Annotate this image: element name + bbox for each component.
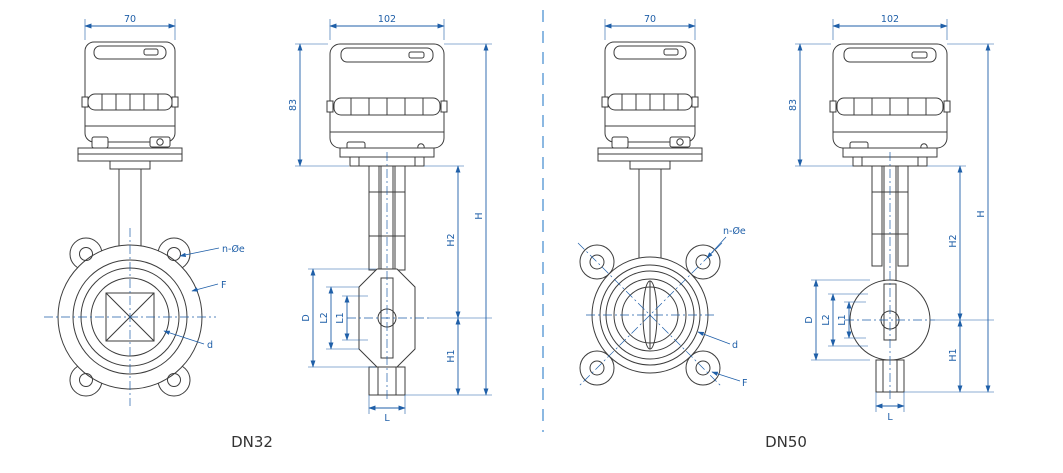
dn32-side-H-label: H [474, 212, 485, 219]
dn32-side-dim-H1: H1 [405, 317, 492, 396]
dn50-side-dim-H1: H1 [904, 319, 994, 393]
dn50-front-face-callout: F [742, 378, 747, 389]
dn32-front-actuator [77, 41, 183, 170]
dn50-side-L-label: L [887, 412, 893, 423]
dn50-side-dim-L: L [875, 392, 905, 423]
dn32-side-83-label: 83 [288, 99, 299, 111]
dn50-side-dim-H: H [947, 43, 994, 393]
dn50-front-neck [638, 168, 662, 259]
dn50-side-actuator [829, 43, 951, 167]
dn32-side-view: 102 83 D L2 L1 H2 [288, 14, 492, 424]
dn32-side-dim-width: 102 [329, 14, 445, 40]
dn32-front-dim-width: 70 [84, 14, 176, 40]
dn32-side-D-label: D [301, 314, 312, 321]
dn32-front-callouts: n-Øe F d [163, 244, 245, 351]
dn50-side-width-label: 102 [881, 14, 899, 25]
dn50-side-dim-L2: L2 [821, 293, 868, 347]
dn32-side-dim-L: L [368, 395, 406, 424]
dn50-caption: DN50 [765, 433, 807, 451]
dn32-side-dim-H2: H2 [424, 165, 492, 319]
dn50-side-H2-label: H2 [948, 234, 959, 247]
dn50-front-dim-width: 70 [604, 14, 696, 40]
dn50-side-dim-D: D [804, 279, 870, 361]
dn50-side-dim-width: 102 [832, 14, 948, 40]
dn32-front-bore-callout: d [207, 340, 213, 351]
dn50-side-H-label: H [976, 210, 987, 217]
dn32-front-width-label: 70 [124, 14, 136, 25]
dn32-front-face-callout: F [221, 280, 226, 291]
dn50-front-bore-callout: d [732, 340, 738, 351]
dn50-front-view: 70 n-Øe d F [577, 14, 747, 389]
dn32-front-bolt-callout: n-Øe [222, 244, 245, 255]
dn32-side-width-label: 102 [378, 14, 396, 25]
dn50-side-L2-label: L2 [821, 314, 832, 325]
dn50-side-83-label: 83 [788, 99, 799, 111]
dn32-caption: DN32 [231, 433, 273, 451]
dn50-front-bolt-callout: n-Øe [723, 226, 746, 237]
dn50-side-dim-H2: H2 [927, 165, 994, 321]
dn32-side-dim-83: 83 [288, 43, 349, 167]
dn32-side-dim-L2: L2 [319, 286, 359, 350]
dn50-front-actuator [597, 41, 703, 170]
dn32-side-H2-label: H2 [446, 233, 457, 246]
dn50-front-width-label: 70 [644, 14, 656, 25]
dn32-side-actuator [326, 43, 448, 167]
dn32-side-L1-label: L1 [335, 312, 346, 323]
dn50-front-callouts: n-Øe d F [697, 226, 747, 389]
dn32-side-dim-L1: L1 [335, 295, 368, 341]
dn32-side-L-label: L [384, 413, 390, 424]
dn50-side-dim-L1: L1 [837, 301, 866, 339]
dn32-side-H1-label: H1 [446, 349, 457, 362]
dn50-side-D-label: D [804, 316, 815, 323]
dn32-front-view: 70 n-Øe F d [44, 14, 245, 406]
dn50-side-view: 102 83 D L2 L1 H2 [788, 14, 994, 423]
dn32-side-dim-D: D [301, 268, 376, 368]
dn50-side-H1-label: H1 [948, 348, 959, 361]
dn50-side-L1-label: L1 [837, 314, 848, 325]
dn32-side-dim-H: H [444, 43, 492, 396]
dn50-side-dim-83: 83 [788, 43, 853, 167]
dn32-side-L2-label: L2 [319, 312, 330, 323]
